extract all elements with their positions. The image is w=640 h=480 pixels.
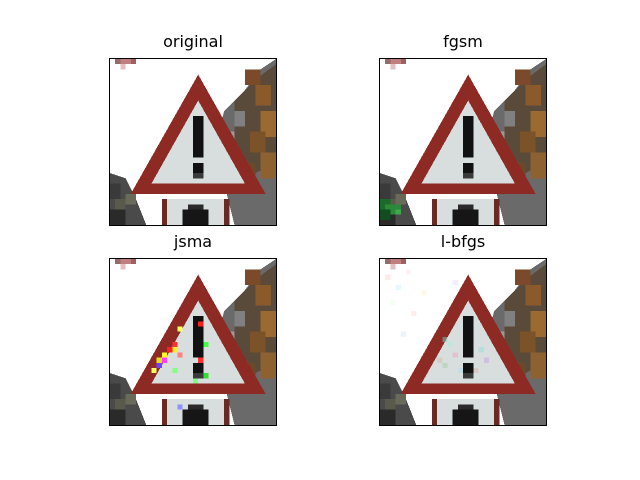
sign-image-lbfgs (380, 259, 546, 425)
panel-title-fgsm: fgsm (443, 32, 483, 51)
sign-image-fgsm (380, 59, 546, 225)
sign-image-jsma (110, 259, 276, 425)
panel-title-jsma: jsma (173, 232, 213, 251)
panel-title-lbfgs: l-bfgs (440, 232, 486, 251)
image-panel-jsma (109, 258, 277, 426)
image-panel-fgsm (379, 58, 547, 226)
image-panel-original (109, 58, 277, 226)
lbfgs-perturbation (385, 269, 489, 374)
sign-image-original (110, 59, 276, 225)
image-panel-lbfgs (379, 258, 547, 426)
panel-title-original: original (163, 32, 223, 51)
jsma-perturbation (151, 321, 209, 410)
fgsm-perturbation (380, 199, 401, 220)
